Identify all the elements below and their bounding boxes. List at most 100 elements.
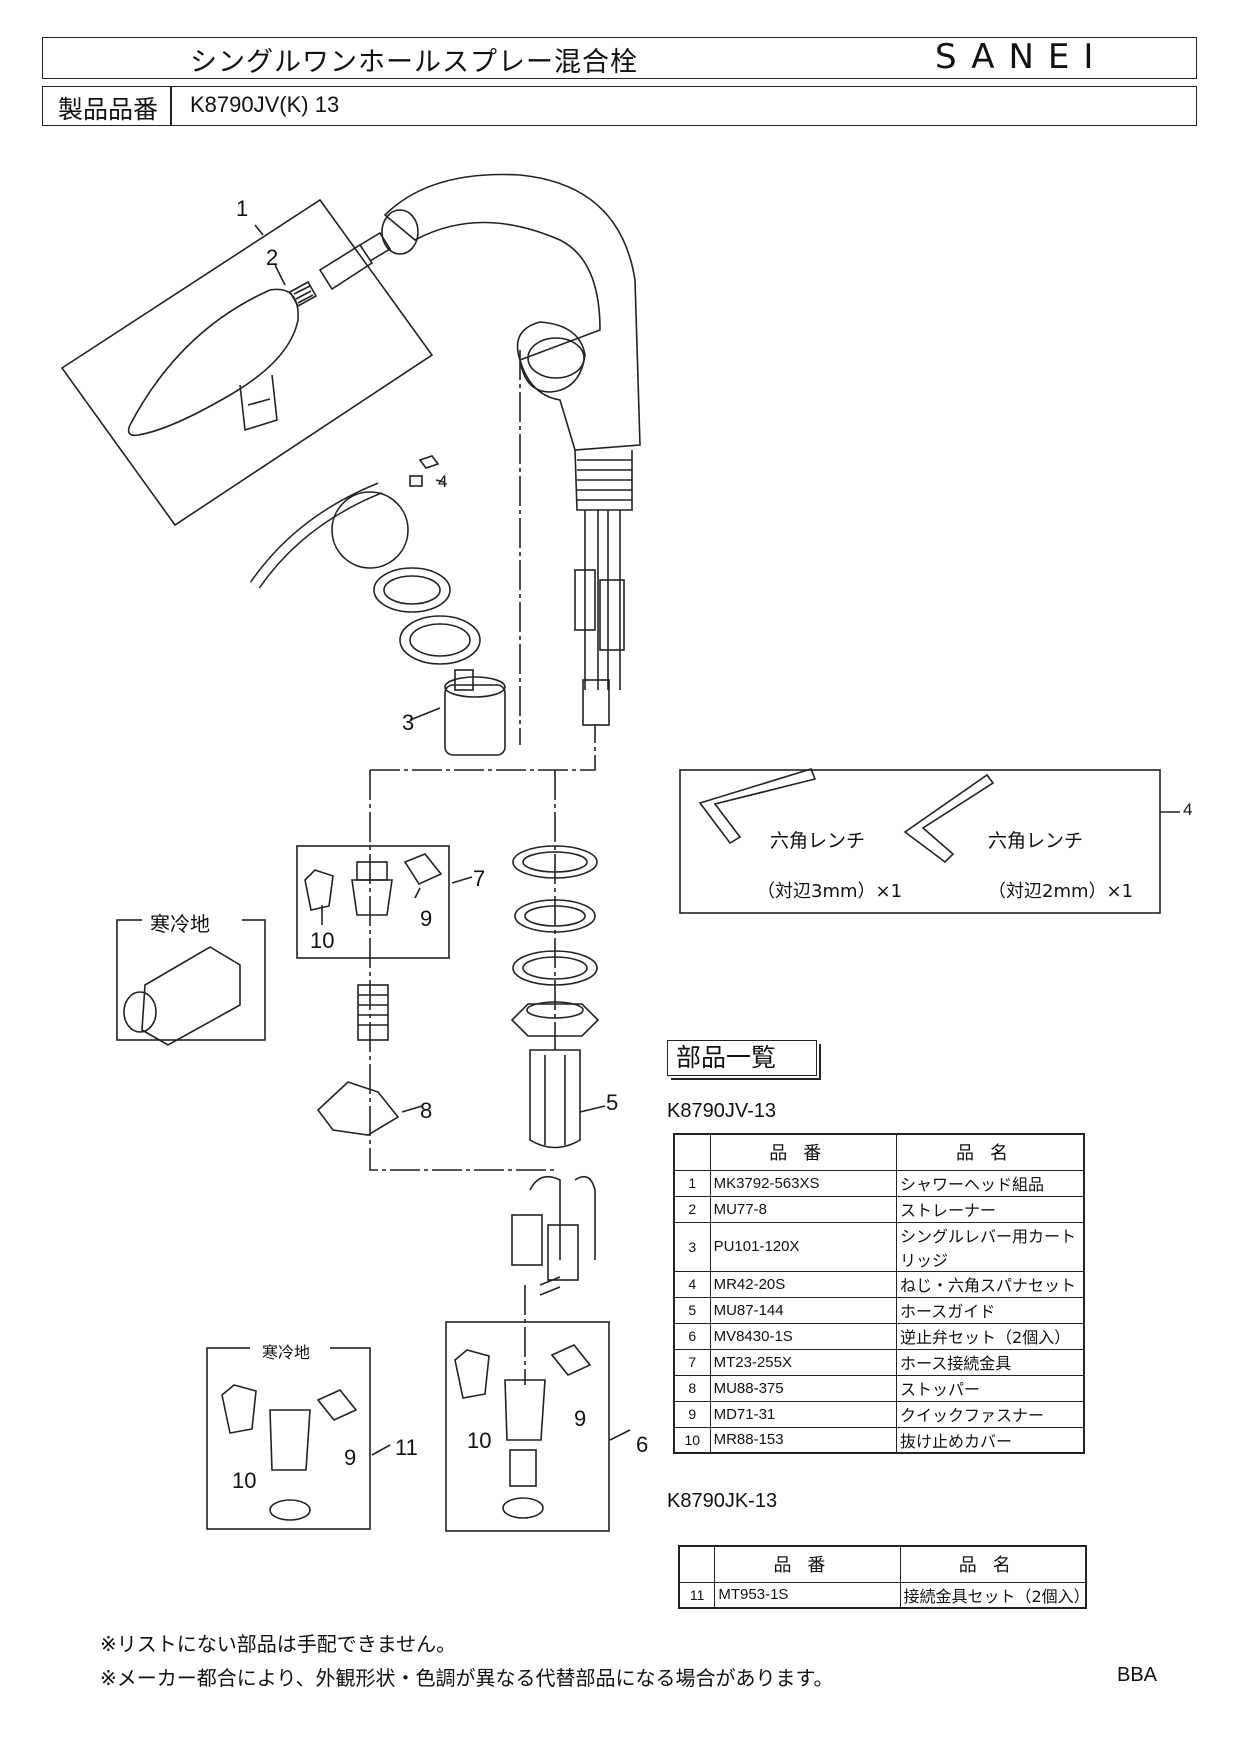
callout-1: 1 xyxy=(236,196,249,221)
shower-head-clip xyxy=(239,374,278,432)
check-valve-box xyxy=(445,1321,610,1532)
parts-heading: 部品一覧 xyxy=(667,1040,817,1076)
col-code: 品番 xyxy=(709,1133,898,1171)
cell-code: MU77-8 xyxy=(709,1195,898,1223)
callout-10-b: 10 xyxy=(467,1428,492,1453)
cell-no: 3 xyxy=(673,1221,711,1272)
cell-code: PU101-120X xyxy=(709,1221,898,1272)
lock-nut xyxy=(510,1003,600,1037)
spout-outlet xyxy=(381,209,419,255)
spout-connector xyxy=(318,243,374,291)
wrench-b-name: 六角レンチ xyxy=(988,830,1084,852)
note-substitute-parts: ※メーカー都合により、外観形状・色調が異なる代替部品になる場合があります。 xyxy=(100,1666,834,1690)
callout-9-b: 9 xyxy=(574,1406,587,1431)
callout-8: 8 xyxy=(420,1098,433,1123)
callout-10-c: 10 xyxy=(232,1468,257,1493)
cell-code: MT23-255X xyxy=(709,1348,898,1376)
set-screw xyxy=(409,475,423,487)
cell-code: MK3792-563XS xyxy=(709,1169,898,1197)
table-header-row: 品番 品名 xyxy=(678,1545,1087,1583)
footer-code: BBA xyxy=(1117,1664,1158,1686)
parts-heading-shadow xyxy=(671,1044,821,1080)
cell-code: MU88-375 xyxy=(709,1374,898,1402)
part-number-divider xyxy=(170,86,172,126)
note-unlisted-parts: ※リストにない部品は手配できません。 xyxy=(100,1632,457,1656)
lower-hose-fitting-left xyxy=(511,1214,543,1266)
stopper-part xyxy=(316,1081,400,1136)
hose-connector-part xyxy=(351,879,393,916)
supply-hoses xyxy=(584,510,621,690)
hex-wrench-2mm xyxy=(903,773,995,864)
wrench-a-size: （対辺3mm）×1 xyxy=(757,881,903,902)
hose-guide xyxy=(529,1049,581,1149)
cell-no: 8 xyxy=(673,1374,711,1402)
callout-10: 10 xyxy=(310,928,335,953)
page-title: シングルワンホールスプレー混合栓 xyxy=(190,47,638,78)
col-no xyxy=(678,1545,716,1583)
callout-5: 5 xyxy=(606,1090,619,1115)
wrench-a-name: 六角レンチ xyxy=(770,830,866,852)
cell-name: ストッパー xyxy=(896,1374,1085,1402)
cell-name: クイックファスナー xyxy=(896,1400,1085,1428)
quick-fastener-part xyxy=(403,853,443,886)
cold-region-label-2: 寒冷地 xyxy=(262,1343,311,1362)
cell-no: 5 xyxy=(673,1296,711,1324)
washer-1 xyxy=(512,845,598,879)
cell-name: ホース接続金具 xyxy=(896,1348,1085,1376)
cell-name: ホースガイド xyxy=(896,1296,1085,1324)
cell-name: ストレーナー xyxy=(896,1195,1085,1223)
cell-code: MD71-31 xyxy=(709,1400,898,1428)
table2-model: K8790JK-13 xyxy=(667,1490,778,1512)
col-name: 品名 xyxy=(896,1133,1085,1171)
wrench-box xyxy=(679,769,1161,914)
cell-name: 逆止弁セット（2個入） xyxy=(896,1322,1085,1350)
hose-fitting-right xyxy=(599,579,625,651)
cap-ring xyxy=(373,567,451,613)
cartridge-part xyxy=(444,684,506,756)
check-valve-part xyxy=(504,1379,546,1441)
lower-hoses xyxy=(529,1175,596,1260)
lever-handle xyxy=(331,491,409,569)
corrugated-connector xyxy=(357,984,389,1041)
cold-region-box-1 xyxy=(116,919,266,1041)
callout-6: 6 xyxy=(636,1432,649,1457)
callout-9: 9 xyxy=(420,906,433,931)
cell-name: ねじ・六角スパナセット xyxy=(896,1270,1085,1298)
cell-code: MU87-144 xyxy=(709,1296,898,1324)
callout-3: 3 xyxy=(402,710,415,735)
nut-ring xyxy=(399,615,481,665)
hose-end xyxy=(582,679,610,726)
table1-model: K8790JV-13 xyxy=(667,1100,776,1122)
callout-7: 7 xyxy=(473,866,486,891)
col-code: 品番 xyxy=(714,1545,901,1583)
title-box xyxy=(42,37,1197,79)
cell-name: シングルレバー用カートリッジ xyxy=(896,1221,1085,1272)
part-number-value: K8790JV(K) 13 xyxy=(190,92,340,117)
cover-part xyxy=(304,869,334,911)
part-number-label: 製品品番 xyxy=(58,95,159,124)
cell-no: 11 xyxy=(678,1581,716,1609)
wrench-b-size: （対辺2mm）×1 xyxy=(988,881,1134,902)
cell-no: 4 xyxy=(673,1270,711,1298)
cold-region-box-2 xyxy=(206,1347,371,1530)
faucet-opening xyxy=(516,321,586,393)
lower-hose-fitting-right xyxy=(547,1224,579,1281)
connection-fitting-part xyxy=(269,1409,311,1471)
shower-head-panel xyxy=(60,198,434,527)
cell-no: 10 xyxy=(673,1426,711,1454)
table-header-row: 品番 品名 xyxy=(673,1133,1085,1171)
strainer-part xyxy=(288,280,318,308)
washer-2 xyxy=(514,899,596,933)
cold-region-label: 寒冷地 xyxy=(150,912,210,936)
